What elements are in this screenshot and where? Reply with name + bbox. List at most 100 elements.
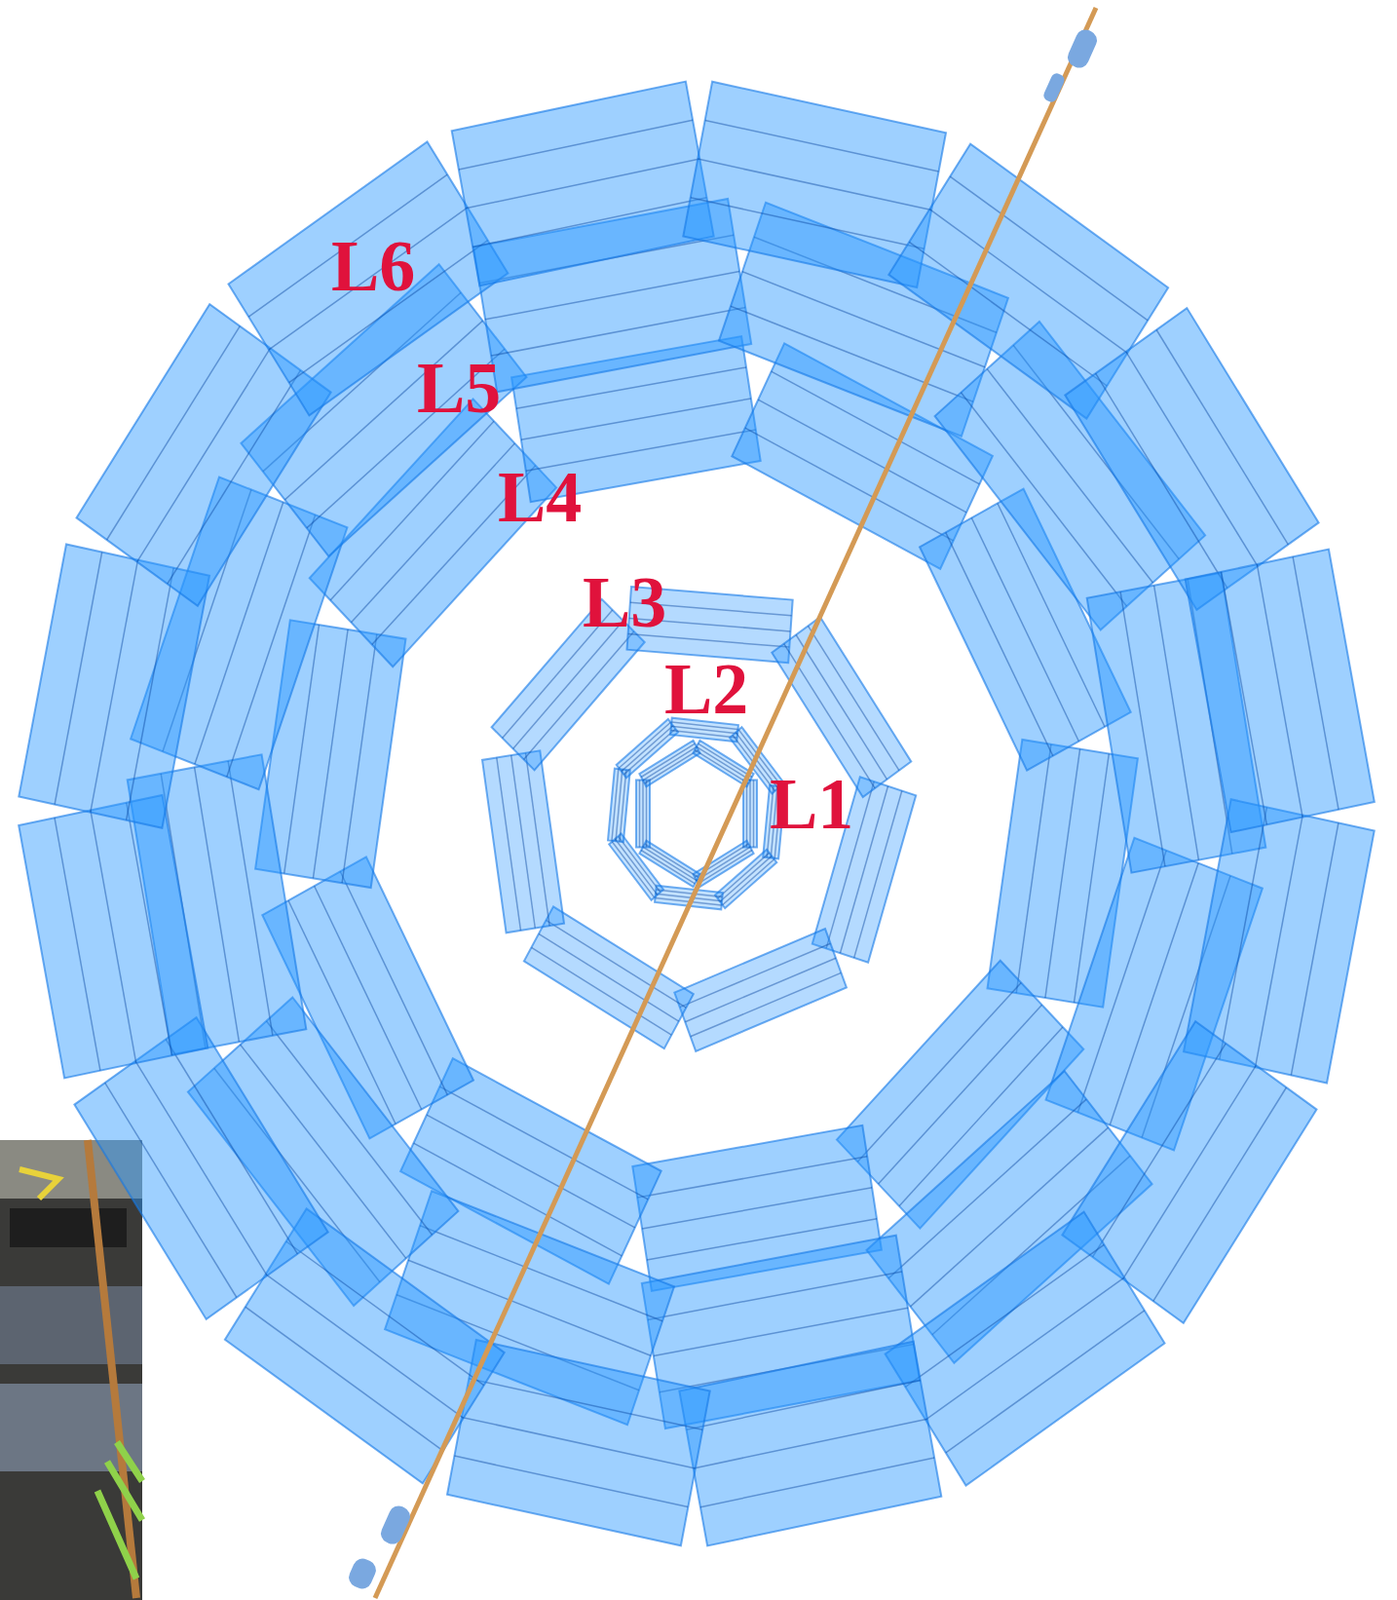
sensor-strip xyxy=(690,197,925,250)
sensor-strip xyxy=(1093,1043,1227,1257)
sensor-strip xyxy=(1255,814,1304,1067)
photo-inset xyxy=(0,1139,143,1600)
sensor-strip xyxy=(165,1039,298,1254)
sensor-strip xyxy=(908,241,1107,386)
sensor-strip xyxy=(1120,591,1166,867)
sensor-strip xyxy=(623,728,676,775)
sensor-strip xyxy=(90,560,139,813)
sensor-strip xyxy=(90,809,137,1063)
sensor-strip xyxy=(1154,585,1200,861)
sensor-strip xyxy=(645,780,648,848)
sensor-strip xyxy=(227,760,273,1036)
sensor-strip xyxy=(641,1187,872,1229)
sensor-strip xyxy=(167,370,302,584)
sensor-strip xyxy=(705,119,940,171)
particle-track xyxy=(345,7,1100,1598)
sensor-strip xyxy=(618,835,661,892)
sensor-strip xyxy=(614,838,657,895)
sensor-strip xyxy=(690,972,842,1036)
sensor-strip xyxy=(1016,744,1052,993)
sensor-strip xyxy=(905,1244,1104,1387)
sensor-strip xyxy=(524,631,635,759)
sensor-strip xyxy=(496,757,522,931)
sensor-strip xyxy=(521,398,752,440)
sensor-strip xyxy=(700,1457,935,1508)
sensor-strip xyxy=(745,427,954,541)
layer-label: L3 xyxy=(582,566,667,639)
sensor-strip xyxy=(611,768,619,841)
layer-label: L2 xyxy=(664,652,749,725)
sensor-strip xyxy=(286,1241,485,1386)
sensor-strip xyxy=(1221,571,1268,825)
sensor-strip xyxy=(854,791,903,958)
sensor-strip xyxy=(1153,1087,1287,1301)
sensor-strip xyxy=(647,1271,903,1321)
sensor-strip xyxy=(511,755,536,928)
sensor-strip xyxy=(753,780,756,848)
sensor-strip xyxy=(268,207,468,350)
sensor-strip xyxy=(949,176,1148,321)
sensor-strip xyxy=(1045,749,1081,998)
sensor-strip xyxy=(439,1086,648,1200)
sensor-ladder xyxy=(674,928,847,1052)
sensor-strip xyxy=(618,721,671,768)
sensor-strip xyxy=(679,943,831,1007)
sensor-ladder xyxy=(1185,549,1375,833)
layer-label: L6 xyxy=(331,229,416,303)
sensor-strip xyxy=(137,347,271,562)
sensor-strip xyxy=(929,209,1128,354)
sensor-strip xyxy=(461,1416,696,1469)
sensor-strip xyxy=(312,629,348,878)
sensor-strip xyxy=(1292,556,1339,809)
sensor-strip xyxy=(684,957,836,1021)
sensor-strip xyxy=(637,1156,868,1198)
sensor-strip xyxy=(126,802,173,1056)
sensor-strip xyxy=(419,1225,663,1322)
sensor-ladder xyxy=(524,906,694,1049)
sensor-strip xyxy=(795,635,887,780)
sensor-strip xyxy=(465,158,700,209)
sensor-ladder xyxy=(616,718,679,778)
sensor-strip xyxy=(1219,806,1268,1059)
sensor-strip xyxy=(526,753,551,926)
sensor-ladder xyxy=(452,81,715,287)
sensor-strip xyxy=(453,1455,688,1508)
sensor-ladder xyxy=(636,780,650,848)
sensor-strip xyxy=(54,817,101,1070)
sensor-strip xyxy=(126,567,175,821)
sensor-strip xyxy=(265,1274,464,1419)
sensor-strip xyxy=(722,859,775,906)
sensor-strip xyxy=(717,852,770,899)
sensor-strip xyxy=(655,889,722,897)
sensor-strip xyxy=(925,1277,1125,1420)
sensor-strip xyxy=(644,843,699,877)
sensor-ladder xyxy=(18,794,208,1079)
sensor-strip xyxy=(105,1082,237,1297)
sensor-strip xyxy=(1290,822,1339,1075)
sensor-strip xyxy=(472,197,707,248)
sensor-strip xyxy=(1156,330,1288,545)
sensor-strip xyxy=(655,893,722,901)
sensor-strip xyxy=(611,841,654,898)
sensor-strip xyxy=(671,725,738,733)
sensor-strip xyxy=(719,855,772,902)
sensor-strip xyxy=(945,1310,1145,1453)
sensor-strip xyxy=(808,625,900,770)
sensor-strip xyxy=(226,514,316,777)
sensor-strip xyxy=(621,725,674,772)
sensor-strip xyxy=(107,326,241,540)
sensor-strip xyxy=(653,1307,908,1356)
sensor-strip xyxy=(945,531,1054,756)
sensor-strip xyxy=(468,1378,703,1431)
sensor-strip xyxy=(135,1060,267,1276)
sensor-strip xyxy=(746,780,749,848)
sensor-strip xyxy=(248,174,448,317)
sensor-ladder xyxy=(607,768,631,842)
sensor-ladder xyxy=(482,750,565,933)
sensor-strip xyxy=(54,552,103,805)
sensor-strip xyxy=(458,119,693,170)
sensor-strip xyxy=(1077,850,1167,1113)
sensor-strip xyxy=(194,766,240,1042)
sensor-strip xyxy=(341,634,378,883)
